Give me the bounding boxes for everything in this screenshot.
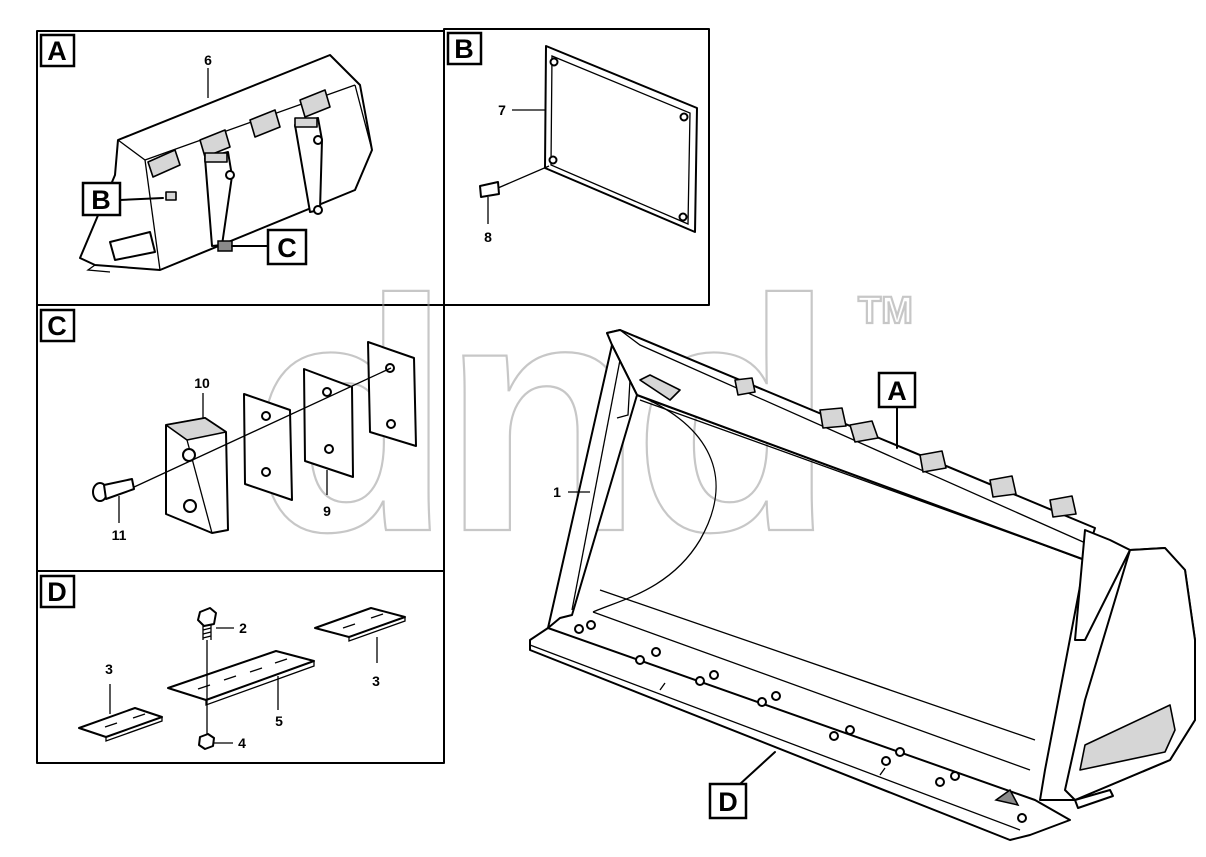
panel-d-callout-seg-left: 3	[105, 661, 113, 677]
main-marker-d-box	[708, 782, 748, 820]
main-callout-bucket: 1	[553, 484, 561, 500]
panel-c-block	[165, 417, 229, 534]
panel-d-label-box	[39, 574, 76, 609]
panel-d-nut	[198, 733, 215, 750]
panel-a: A 6 B	[39, 33, 373, 273]
panel-a-inset-b: B	[91, 185, 111, 215]
panel-b-label: B	[454, 34, 474, 64]
panel-frames	[36, 28, 710, 764]
panel-a-inset-b-pointer	[119, 197, 164, 201]
panel-a-bucket-drawing	[79, 54, 373, 273]
panel-c-callout-screw: 11	[112, 527, 127, 543]
panel-d-callout-nut: 4	[238, 735, 246, 751]
main-edge-bolts	[574, 620, 1027, 823]
panel-a-label: A	[47, 36, 67, 66]
panel-d-label: D	[47, 577, 67, 607]
panel-d-frame	[36, 570, 445, 764]
panel-d-callout-edge: 5	[275, 713, 283, 729]
panel-b-cover-plate	[544, 45, 698, 233]
panel-a-callout: 6	[204, 52, 212, 68]
panel-a-inset-c: C	[277, 233, 297, 263]
main-marker-a: A	[887, 376, 907, 406]
panel-b-frame	[443, 28, 710, 306]
panel-a-label-box	[39, 33, 76, 68]
panel-c-screw	[92, 478, 135, 523]
panel-a-inset-b-box	[81, 181, 122, 217]
panel-d-segment-right	[314, 607, 406, 642]
panel-c-label-box	[39, 308, 76, 343]
main-marker-d: D	[718, 787, 738, 817]
panel-b-screw	[479, 165, 550, 224]
panel-b-callout-screw: 8	[484, 229, 492, 245]
panel-d-segment-left	[78, 707, 163, 742]
watermark-tm: TM	[858, 290, 913, 332]
panel-d-callout-seg-right: 3	[372, 673, 380, 689]
panel-c: C 10 11 9	[39, 308, 417, 543]
panel-b-callout-plate: 7	[498, 102, 506, 118]
panel-c-shim-3	[367, 341, 417, 447]
main-bucket	[529, 329, 1196, 841]
panel-d-cutting-edge	[167, 650, 315, 706]
panel-c-shim-2	[303, 368, 354, 478]
panel-d-bolt	[197, 607, 234, 735]
panel-c-label: C	[47, 311, 67, 341]
panel-a-inset-c-box	[266, 228, 308, 266]
panel-b: B 7 8	[446, 31, 698, 245]
panel-c-callout-block: 10	[194, 375, 210, 391]
main-marker-d-pointer	[739, 751, 776, 785]
panel-d-callout-bolt: 2	[239, 620, 247, 636]
panel-c-shim-1	[243, 393, 293, 501]
panel-b-label-box	[446, 31, 483, 66]
panel-d: D 2 4 5	[39, 574, 406, 751]
panel-c-axis	[131, 367, 392, 489]
panel-c-callout-shim: 9	[323, 503, 331, 519]
